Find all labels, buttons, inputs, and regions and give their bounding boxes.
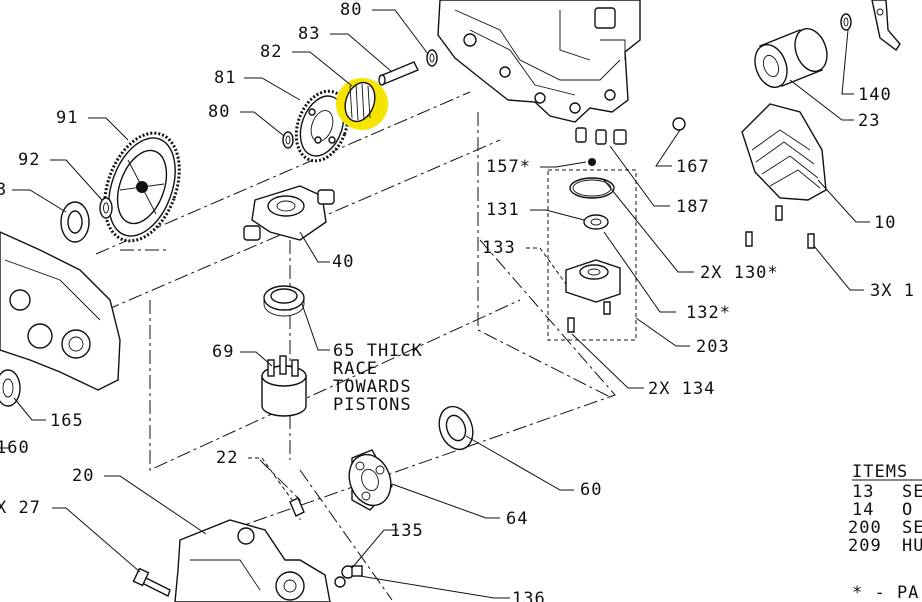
oil-filter-23	[754, 27, 828, 89]
callout-69: 69	[212, 342, 234, 362]
callout-134: 2X 134	[648, 379, 715, 399]
callout-157: 157*	[486, 157, 531, 177]
callout-187: 187	[676, 197, 710, 217]
transmission-housing	[437, 0, 686, 145]
assembly-axis-lines	[59, 91, 616, 601]
bearing-3	[60, 201, 90, 243]
items-row-num: 209	[848, 536, 882, 556]
fitting-135	[334, 565, 363, 588]
leader-lines	[0, 9, 870, 599]
bolt-27	[132, 567, 171, 597]
gear-91	[103, 131, 181, 243]
callout-133: 133	[482, 238, 516, 258]
callout-40: 40	[332, 252, 354, 272]
callout-131: 131	[486, 200, 520, 220]
callout-3: 3	[0, 180, 7, 200]
thrust-bearing-60	[438, 405, 474, 451]
cylinder-block-64	[348, 449, 393, 511]
callout-10: 10	[874, 213, 896, 233]
callout-203: 203	[696, 337, 730, 357]
callout-65-line3: TOWARDS	[333, 377, 412, 397]
fan-shroud-10	[741, 103, 827, 201]
bracket-140	[871, 0, 901, 52]
callout-82: 82	[260, 42, 282, 62]
callout-135: 135	[390, 521, 424, 541]
callout-22: 22	[216, 448, 238, 468]
filter-cover-132	[565, 259, 621, 303]
washer-92	[99, 197, 113, 219]
items-table: ITEMS 13 SE 14 O 200 SE 209 HU * - PA	[848, 462, 922, 602]
items-table-header: ITEMS	[852, 462, 908, 482]
spring-22	[289, 497, 305, 517]
callout-140: 140	[858, 85, 892, 105]
callout-65-line2: RACE	[333, 359, 378, 379]
thrust-bearing-65	[263, 285, 305, 317]
callout-60: 60	[580, 480, 602, 500]
pin-83	[378, 61, 419, 86]
items-row-num: 13	[852, 482, 874, 502]
callout-80-upper: 80	[340, 0, 362, 20]
callout-167: 167	[676, 157, 710, 177]
callout-80-lower: 80	[208, 102, 230, 122]
washer-80-upper	[426, 49, 438, 67]
gear-81	[294, 89, 350, 163]
plug-157	[588, 158, 596, 166]
filter-assembly-frame	[547, 169, 637, 341]
washer-80-lower	[282, 131, 294, 149]
screws-3x	[745, 205, 815, 249]
callout-23: 23	[858, 111, 880, 131]
callout-160: 160	[0, 438, 30, 458]
items-row-text: SE	[902, 482, 922, 502]
callout-92: 92	[18, 150, 40, 170]
side-housing-left	[0, 231, 121, 391]
callout-65-line4: PISTONS	[333, 395, 412, 415]
callout-27: X 27	[0, 498, 41, 518]
center-section-40	[243, 185, 335, 241]
callout-91: 91	[56, 108, 78, 128]
washer-140	[840, 13, 852, 31]
callout-20: 20	[72, 466, 94, 486]
callout-65: 65 THICK	[333, 341, 423, 361]
items-row-text: SE	[902, 518, 922, 538]
callout-83: 83	[298, 24, 320, 44]
callout-81: 81	[214, 68, 236, 88]
callout-136: 136	[512, 589, 546, 602]
pump-housing-20	[174, 519, 331, 602]
filter-131	[583, 214, 609, 230]
gear-82-highlighted	[336, 78, 388, 130]
items-row-text: O	[902, 500, 913, 520]
cylinder-block-69	[261, 355, 307, 417]
callout-3x-1: 3X 1	[870, 281, 915, 301]
callout-132: 132*	[686, 303, 731, 323]
callout-64: 64	[506, 509, 528, 529]
screws-134	[567, 301, 611, 333]
seal-165	[0, 369, 21, 407]
items-row-num: 200	[848, 518, 882, 538]
o-ring-130	[569, 177, 615, 199]
callout-165: 165	[50, 411, 84, 431]
callout-130: 2X 130*	[700, 263, 779, 283]
items-row-text: HU	[902, 536, 922, 556]
items-table-footnote: * - PA	[852, 583, 919, 602]
items-row-num: 14	[852, 500, 874, 520]
